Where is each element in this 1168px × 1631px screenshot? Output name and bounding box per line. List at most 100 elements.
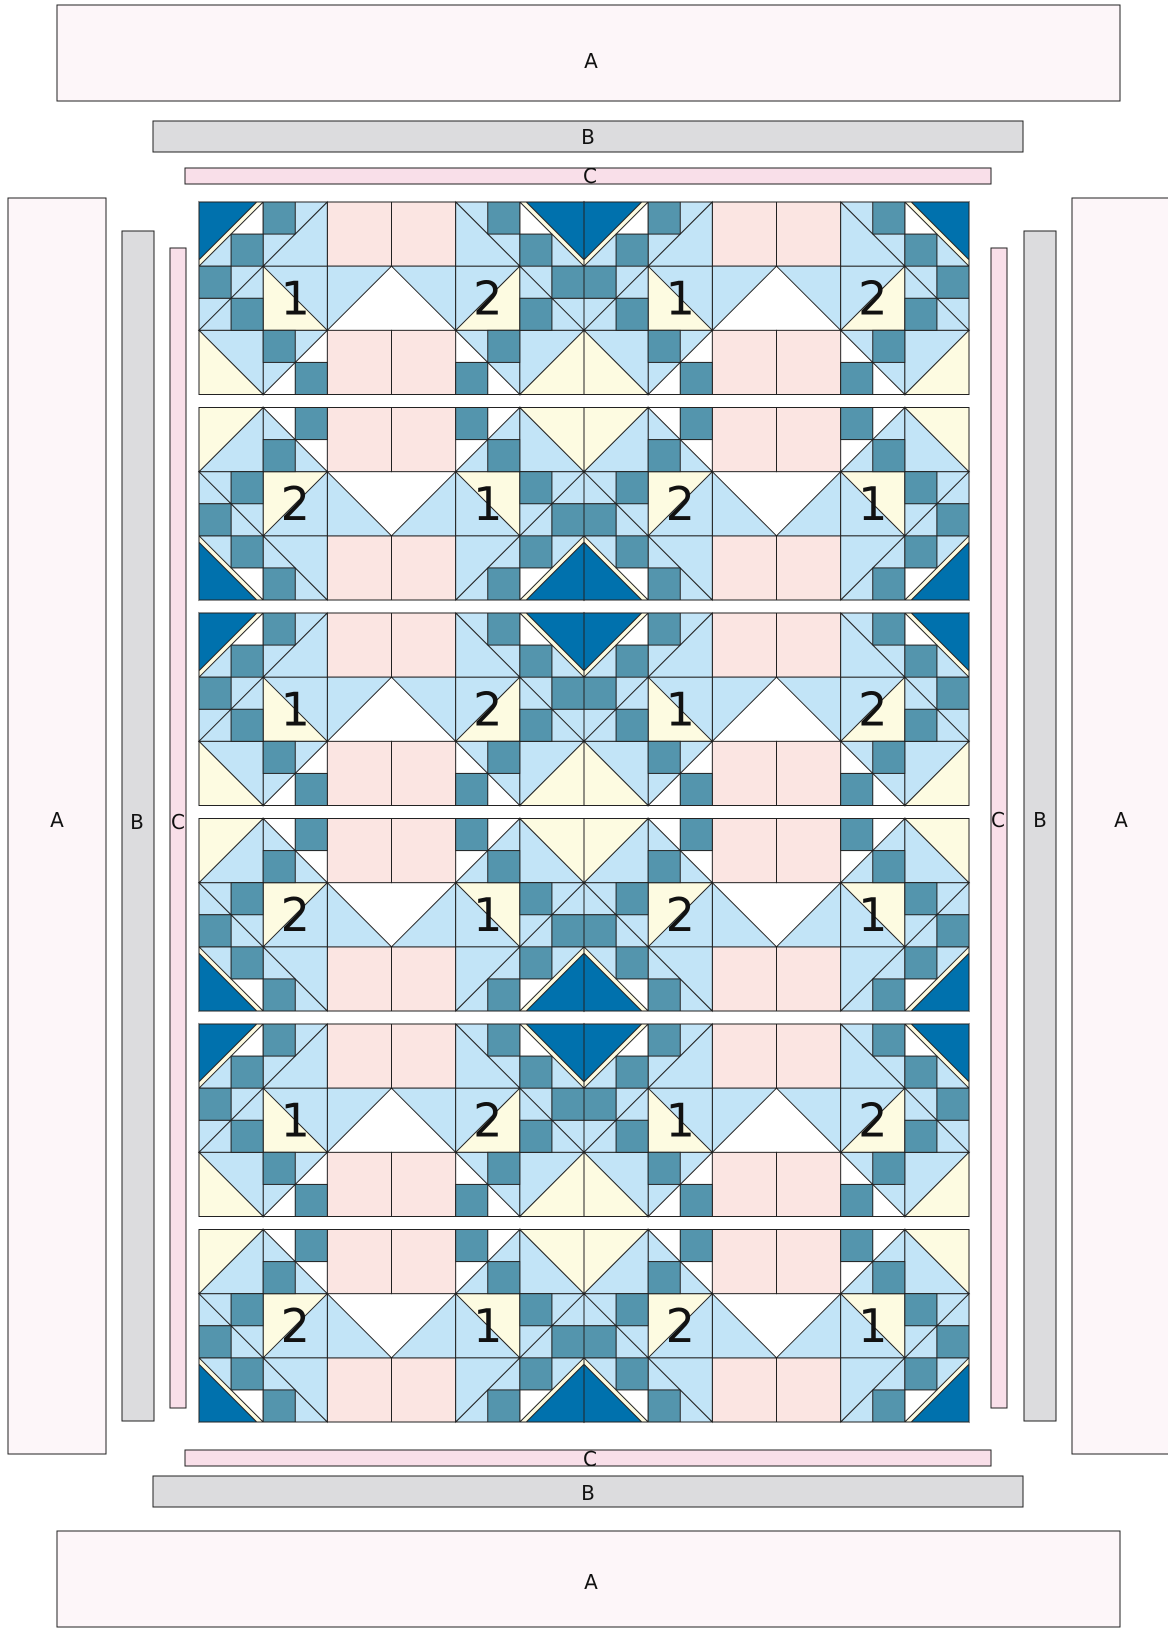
teal-square (873, 979, 905, 1011)
pink-square (712, 1358, 776, 1422)
pink-square (712, 1024, 776, 1088)
teal-square (616, 234, 648, 266)
teal-square (680, 408, 712, 440)
teal-square (584, 266, 616, 298)
pink-square (327, 1152, 391, 1216)
teal-square (520, 709, 552, 741)
teal-square (648, 1152, 680, 1184)
block-row: 1212 (199, 202, 969, 395)
teal-square (199, 504, 231, 536)
teal-square (616, 1358, 648, 1390)
teal-square (231, 1120, 263, 1152)
label-a-top: A (584, 49, 598, 73)
quilt-block: 1 (199, 613, 392, 806)
block-number-label: 1 (281, 1093, 310, 1147)
teal-square (841, 362, 873, 394)
teal-square (456, 819, 488, 851)
teal-square (648, 1390, 680, 1422)
teal-square (520, 1294, 552, 1326)
quilt-block: 1 (777, 819, 970, 1012)
quilt-block: 1 (584, 613, 777, 806)
teal-square (488, 613, 520, 645)
light-blue-triangle (327, 677, 391, 741)
teal-square (616, 298, 648, 330)
quilt-block: 2 (584, 1230, 777, 1423)
teal-square (905, 298, 937, 330)
teal-square (616, 1056, 648, 1088)
teal-square (905, 1294, 937, 1326)
teal-square (231, 1358, 263, 1390)
light-blue-triangle (327, 266, 391, 330)
teal-square (648, 1262, 680, 1294)
teal-square (263, 1024, 295, 1056)
quilt-block: 2 (777, 613, 970, 806)
label-a-bottom: A (584, 1570, 598, 1594)
light-blue-triangle (712, 1294, 776, 1358)
pink-square (777, 1024, 841, 1088)
teal-square (648, 1024, 680, 1056)
block-number-label: 2 (281, 888, 310, 942)
label-c-left: C (171, 810, 185, 834)
light-blue-triangle (392, 1294, 456, 1358)
teal-square (841, 819, 873, 851)
light-blue-triangle (392, 1088, 456, 1152)
teal-square (231, 298, 263, 330)
teal-square (616, 709, 648, 741)
pink-square (392, 1152, 456, 1216)
pink-square (392, 819, 456, 883)
teal-square (616, 645, 648, 677)
pink-square (712, 202, 776, 266)
light-blue-triangle (712, 1088, 776, 1152)
pink-square (327, 947, 391, 1011)
block-number-label: 2 (281, 477, 310, 531)
teal-square (263, 1152, 295, 1184)
block-number-label: 1 (281, 271, 310, 325)
teal-square (873, 330, 905, 362)
teal-square (584, 1326, 616, 1358)
pink-square (392, 1230, 456, 1294)
pink-square (777, 536, 841, 600)
pink-square (777, 613, 841, 677)
quilt-block: 2 (199, 408, 392, 601)
quilt-block: 1 (392, 408, 585, 601)
teal-square (680, 773, 712, 805)
teal-square (263, 979, 295, 1011)
teal-square (873, 568, 905, 600)
teal-square (488, 741, 520, 773)
label-c-top: C (583, 164, 597, 188)
teal-square (295, 408, 327, 440)
pink-square (712, 947, 776, 1011)
teal-square (905, 947, 937, 979)
quilt-block: 2 (392, 613, 585, 806)
quilt-block: 1 (392, 1230, 585, 1423)
quilt-block: 2 (392, 202, 585, 395)
block-number-label: 1 (666, 682, 695, 736)
teal-square (231, 883, 263, 915)
teal-square (263, 1262, 295, 1294)
teal-square (584, 1088, 616, 1120)
teal-square (616, 1120, 648, 1152)
teal-square (488, 330, 520, 362)
light-blue-triangle (777, 266, 841, 330)
teal-square (905, 1358, 937, 1390)
pink-square (712, 741, 776, 805)
block-number-label: 2 (858, 271, 887, 325)
teal-square (873, 851, 905, 883)
teal-square (552, 915, 584, 947)
teal-square (456, 362, 488, 394)
pink-square (777, 1358, 841, 1422)
teal-square (648, 741, 680, 773)
teal-square (937, 1088, 969, 1120)
pink-square (392, 613, 456, 677)
teal-square (263, 568, 295, 600)
block-number-label: 1 (473, 477, 502, 531)
light-blue-triangle (327, 1088, 391, 1152)
teal-square (616, 472, 648, 504)
teal-square (488, 1024, 520, 1056)
pink-square (327, 536, 391, 600)
block-number-label: 2 (666, 1299, 695, 1353)
block-number-label: 2 (473, 271, 502, 325)
pink-square (392, 1024, 456, 1088)
